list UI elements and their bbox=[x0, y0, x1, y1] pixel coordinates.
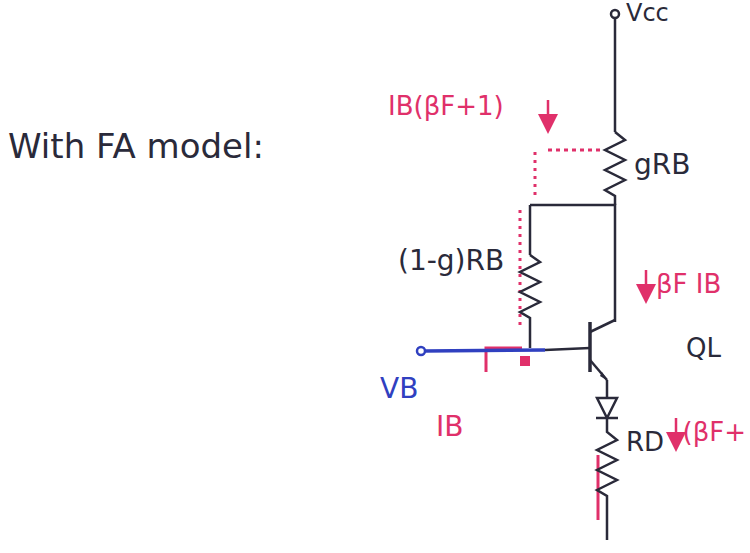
diode-symbol bbox=[597, 398, 617, 418]
transistor-symbol bbox=[588, 322, 592, 372]
current-label: βF IB bbox=[656, 270, 721, 299]
resistor-label: (1-g)RB bbox=[398, 246, 504, 277]
resistor-symbol bbox=[605, 132, 625, 205]
signal-label: VB bbox=[380, 374, 418, 405]
resistor-symbol bbox=[520, 255, 540, 348]
circuit-wires bbox=[520, 10, 625, 540]
transistor-label: QL bbox=[686, 334, 721, 363]
emitter-arrow bbox=[600, 372, 608, 381]
input-terminal bbox=[417, 347, 425, 355]
resistor-symbol bbox=[597, 418, 617, 540]
current-label: IB bbox=[436, 412, 463, 443]
input-wire bbox=[425, 350, 545, 351]
current-label: IB(βF+1) bbox=[388, 92, 504, 121]
current-label: (βF+ bbox=[683, 418, 746, 447]
supply-label: Vcc bbox=[626, 0, 669, 26]
heading-note: With FA model: bbox=[8, 128, 264, 165]
resistor-label: gRB bbox=[634, 150, 690, 181]
resistor-label: RD bbox=[626, 428, 664, 457]
